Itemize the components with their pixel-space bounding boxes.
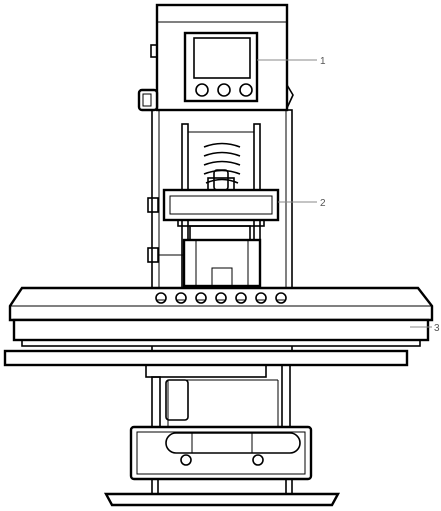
foot-box-hole-right [252,454,264,466]
connector-row [155,292,287,304]
connector-3 [195,292,207,304]
foot-box-hole-left [180,454,192,466]
foot-box [129,425,313,481]
base-plate [3,346,409,367]
connector-4 [215,292,227,304]
panel-button-left [195,83,209,97]
heat-platen [8,286,434,347]
callout-1: 1 [257,56,326,67]
lower-column [145,364,291,428]
callout-label-2: 2 [320,198,326,209]
connector-1 [155,292,167,304]
connector-2 [175,292,187,304]
control-panel [183,31,259,103]
spring-assembly [203,142,241,191]
bottom-stand [103,478,341,507]
side-knob [137,88,159,112]
connector-6 [255,292,267,304]
display-screen [193,37,251,79]
callout-label-1: 1 [320,56,326,67]
press-mechanism [147,188,280,288]
callout-3: 3 [410,323,440,334]
connector-7 [275,292,287,304]
callout-2: 2 [278,198,326,209]
foot-box-slot [165,432,301,454]
callout-label-3: 3 [434,323,440,334]
panel-button-middle [217,83,231,97]
panel-button-right [239,83,253,97]
connector-5 [235,292,247,304]
